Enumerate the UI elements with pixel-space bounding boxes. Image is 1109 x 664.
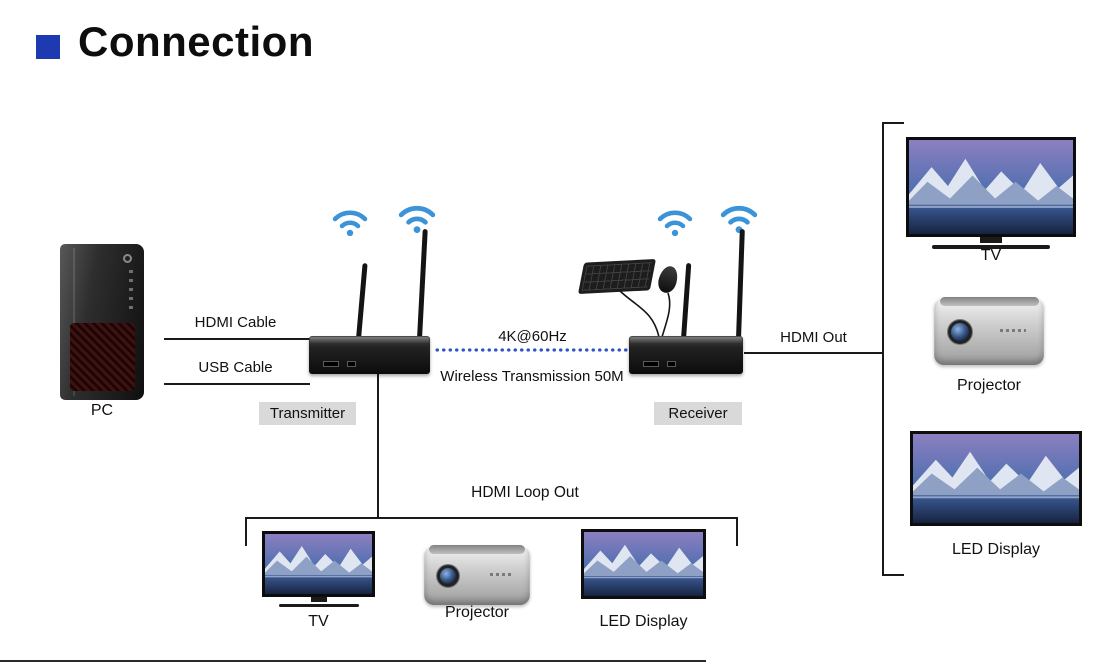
wifi-signal-icon — [332, 210, 368, 236]
loop-out-drop-line — [377, 374, 379, 519]
wireless-range-label: Wireless Transmission 50M — [440, 368, 624, 385]
projector-logo — [1000, 329, 1026, 332]
wifi-signal-icon — [398, 205, 436, 233]
usb-cable-line — [164, 383, 310, 385]
tv-bottom — [262, 531, 375, 607]
page-divider — [0, 660, 706, 662]
receiver-device — [629, 336, 743, 374]
tv-picture — [909, 140, 1073, 234]
tv-bottom-label: TV — [308, 613, 329, 630]
pc-front-edge — [73, 248, 75, 396]
tv-screen — [262, 531, 375, 597]
led-picture — [913, 434, 1079, 523]
tv-stand-base — [278, 604, 359, 607]
hdmi-port — [323, 361, 339, 367]
tv-screen — [906, 137, 1076, 237]
wifi-signal-icon — [657, 210, 693, 236]
led-display-right — [910, 431, 1082, 526]
transmitter-antenna-left — [356, 263, 368, 340]
wifi-signal-icon — [720, 205, 758, 233]
projector-right-label: Projector — [956, 377, 1022, 394]
tv-picture — [265, 534, 372, 594]
tv-right — [906, 137, 1076, 249]
pc-label: PC — [90, 402, 114, 419]
usb-port — [347, 361, 356, 367]
pc-tower-body — [60, 244, 144, 400]
projector-top-panel — [429, 545, 525, 554]
page-title: Connection — [78, 18, 314, 65]
projector-bottom — [424, 545, 530, 605]
led-display-bottom — [581, 529, 706, 599]
transmitter-device — [309, 336, 430, 374]
display-group-bracket — [882, 122, 884, 576]
projector-lens — [437, 565, 459, 587]
loop-out-left-stub — [245, 517, 247, 546]
receiver-antenna-right — [736, 228, 745, 340]
bracket-top-stub — [882, 122, 904, 124]
pc-front-ports — [129, 270, 133, 312]
hdmi-loop-out-label: HDMI Loop Out — [471, 484, 579, 501]
usb-port — [667, 361, 676, 367]
usb-cable-label: USB Cable — [198, 359, 273, 376]
loop-out-bus-line — [245, 517, 738, 519]
projector-bottom-label: Projector — [444, 604, 510, 621]
signal-spec-label: 4K@60Hz — [498, 328, 567, 345]
led-display-right-label: LED Display — [951, 541, 1041, 558]
wireless-link-line — [434, 348, 630, 352]
hdmi-port — [643, 361, 659, 367]
transmitter-antenna-right — [417, 229, 428, 340]
transmitter-label: Transmitter — [259, 402, 356, 425]
projector-right — [934, 297, 1044, 365]
hdmi-cable-label: HDMI Cable — [194, 314, 277, 331]
led-display-bottom-label: LED Display — [599, 613, 688, 630]
projector-logo — [490, 573, 514, 576]
loop-out-right-stub — [736, 517, 738, 546]
tv-stand-base — [932, 245, 1050, 249]
pc-tower — [52, 244, 152, 404]
hdmi-out-label: HDMI Out — [780, 329, 847, 346]
receiver-label: Receiver — [654, 402, 742, 425]
pc-power-button-icon — [123, 254, 132, 263]
led-picture — [584, 532, 703, 596]
bracket-bottom-stub — [882, 574, 904, 576]
hdmi-out-line — [744, 352, 882, 354]
projector-top-panel — [939, 297, 1039, 306]
tv-right-label: TV — [980, 247, 1002, 264]
peripheral-cables — [619, 290, 671, 338]
projector-lens — [948, 320, 972, 344]
tv-stand-neck — [980, 237, 1002, 243]
section-marker — [36, 35, 60, 59]
pc-mesh-grille — [70, 323, 135, 391]
hdmi-cable-line — [164, 338, 310, 340]
tv-stand-neck — [310, 597, 327, 602]
